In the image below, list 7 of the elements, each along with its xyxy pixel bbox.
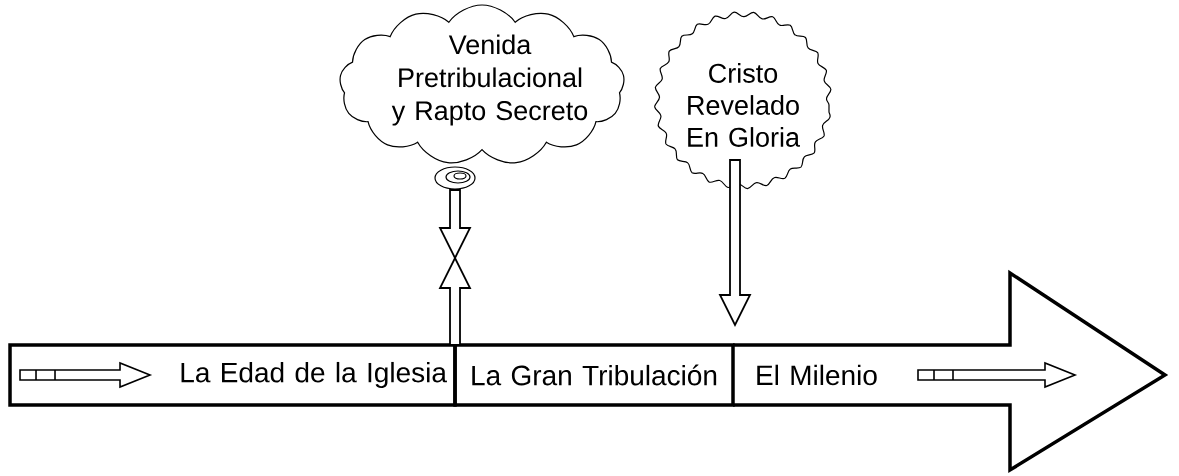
- timeline-arrowhead-segment: El Milenio: [733, 269, 1169, 474]
- timeline-segment: La Gran Tribulación: [453, 343, 735, 407]
- block-arrow: [718, 159, 752, 327]
- block-arrow: [438, 255, 472, 346]
- block-arrow: [438, 189, 472, 260]
- thought-cloud: Venida Pretribulacional y Rapto Secreto: [339, 4, 625, 190]
- timeline-segment: La Edad de la Iglesia: [8, 343, 457, 407]
